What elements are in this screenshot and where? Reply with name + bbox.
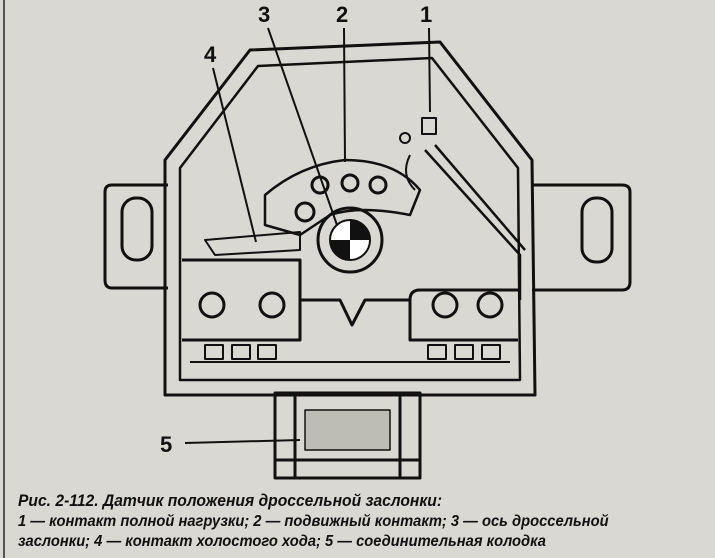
right-mounting-ear	[532, 183, 632, 292]
leader-5	[184, 439, 301, 444]
figure-caption: Рис. 2-112. Датчик положения дроссельной…	[18, 490, 653, 552]
callout-5: 5	[160, 432, 172, 457]
right-mounting-slot	[580, 196, 614, 264]
callout-1: 1	[420, 2, 432, 27]
right-contact-block	[408, 288, 518, 342]
leader-2	[343, 27, 346, 163]
leader-4	[212, 67, 257, 243]
left-mounting-slot	[120, 196, 154, 262]
caption-legend-line-2: заслонки; 4 — контакт холостого хода; 5 …	[18, 533, 546, 550]
idle-contact	[204, 231, 301, 256]
page-edge	[3, 0, 5, 558]
housing-inner-outline	[178, 56, 522, 382]
moving-contact-plate	[263, 158, 422, 237]
throttle-position-sensor-diagram: 1 2 3 4 5	[103, 2, 632, 480]
callout-3: 3	[258, 2, 270, 27]
left-mounting-ear	[103, 183, 168, 290]
leader-3	[267, 27, 338, 226]
leader-1	[428, 27, 431, 113]
caption-title: Рис. 2-112. Датчик положения дроссельной…	[18, 491, 443, 510]
callout-2: 2	[336, 2, 348, 27]
full-load-contact	[424, 144, 526, 300]
caption-legend-line-1: 1 — контакт полной нагрузки; 2 — подвижн…	[18, 513, 609, 530]
callout-4: 4	[204, 42, 217, 67]
throttle-shaft	[316, 206, 384, 274]
connector-block	[273, 391, 422, 480]
housing-outline	[163, 40, 537, 397]
